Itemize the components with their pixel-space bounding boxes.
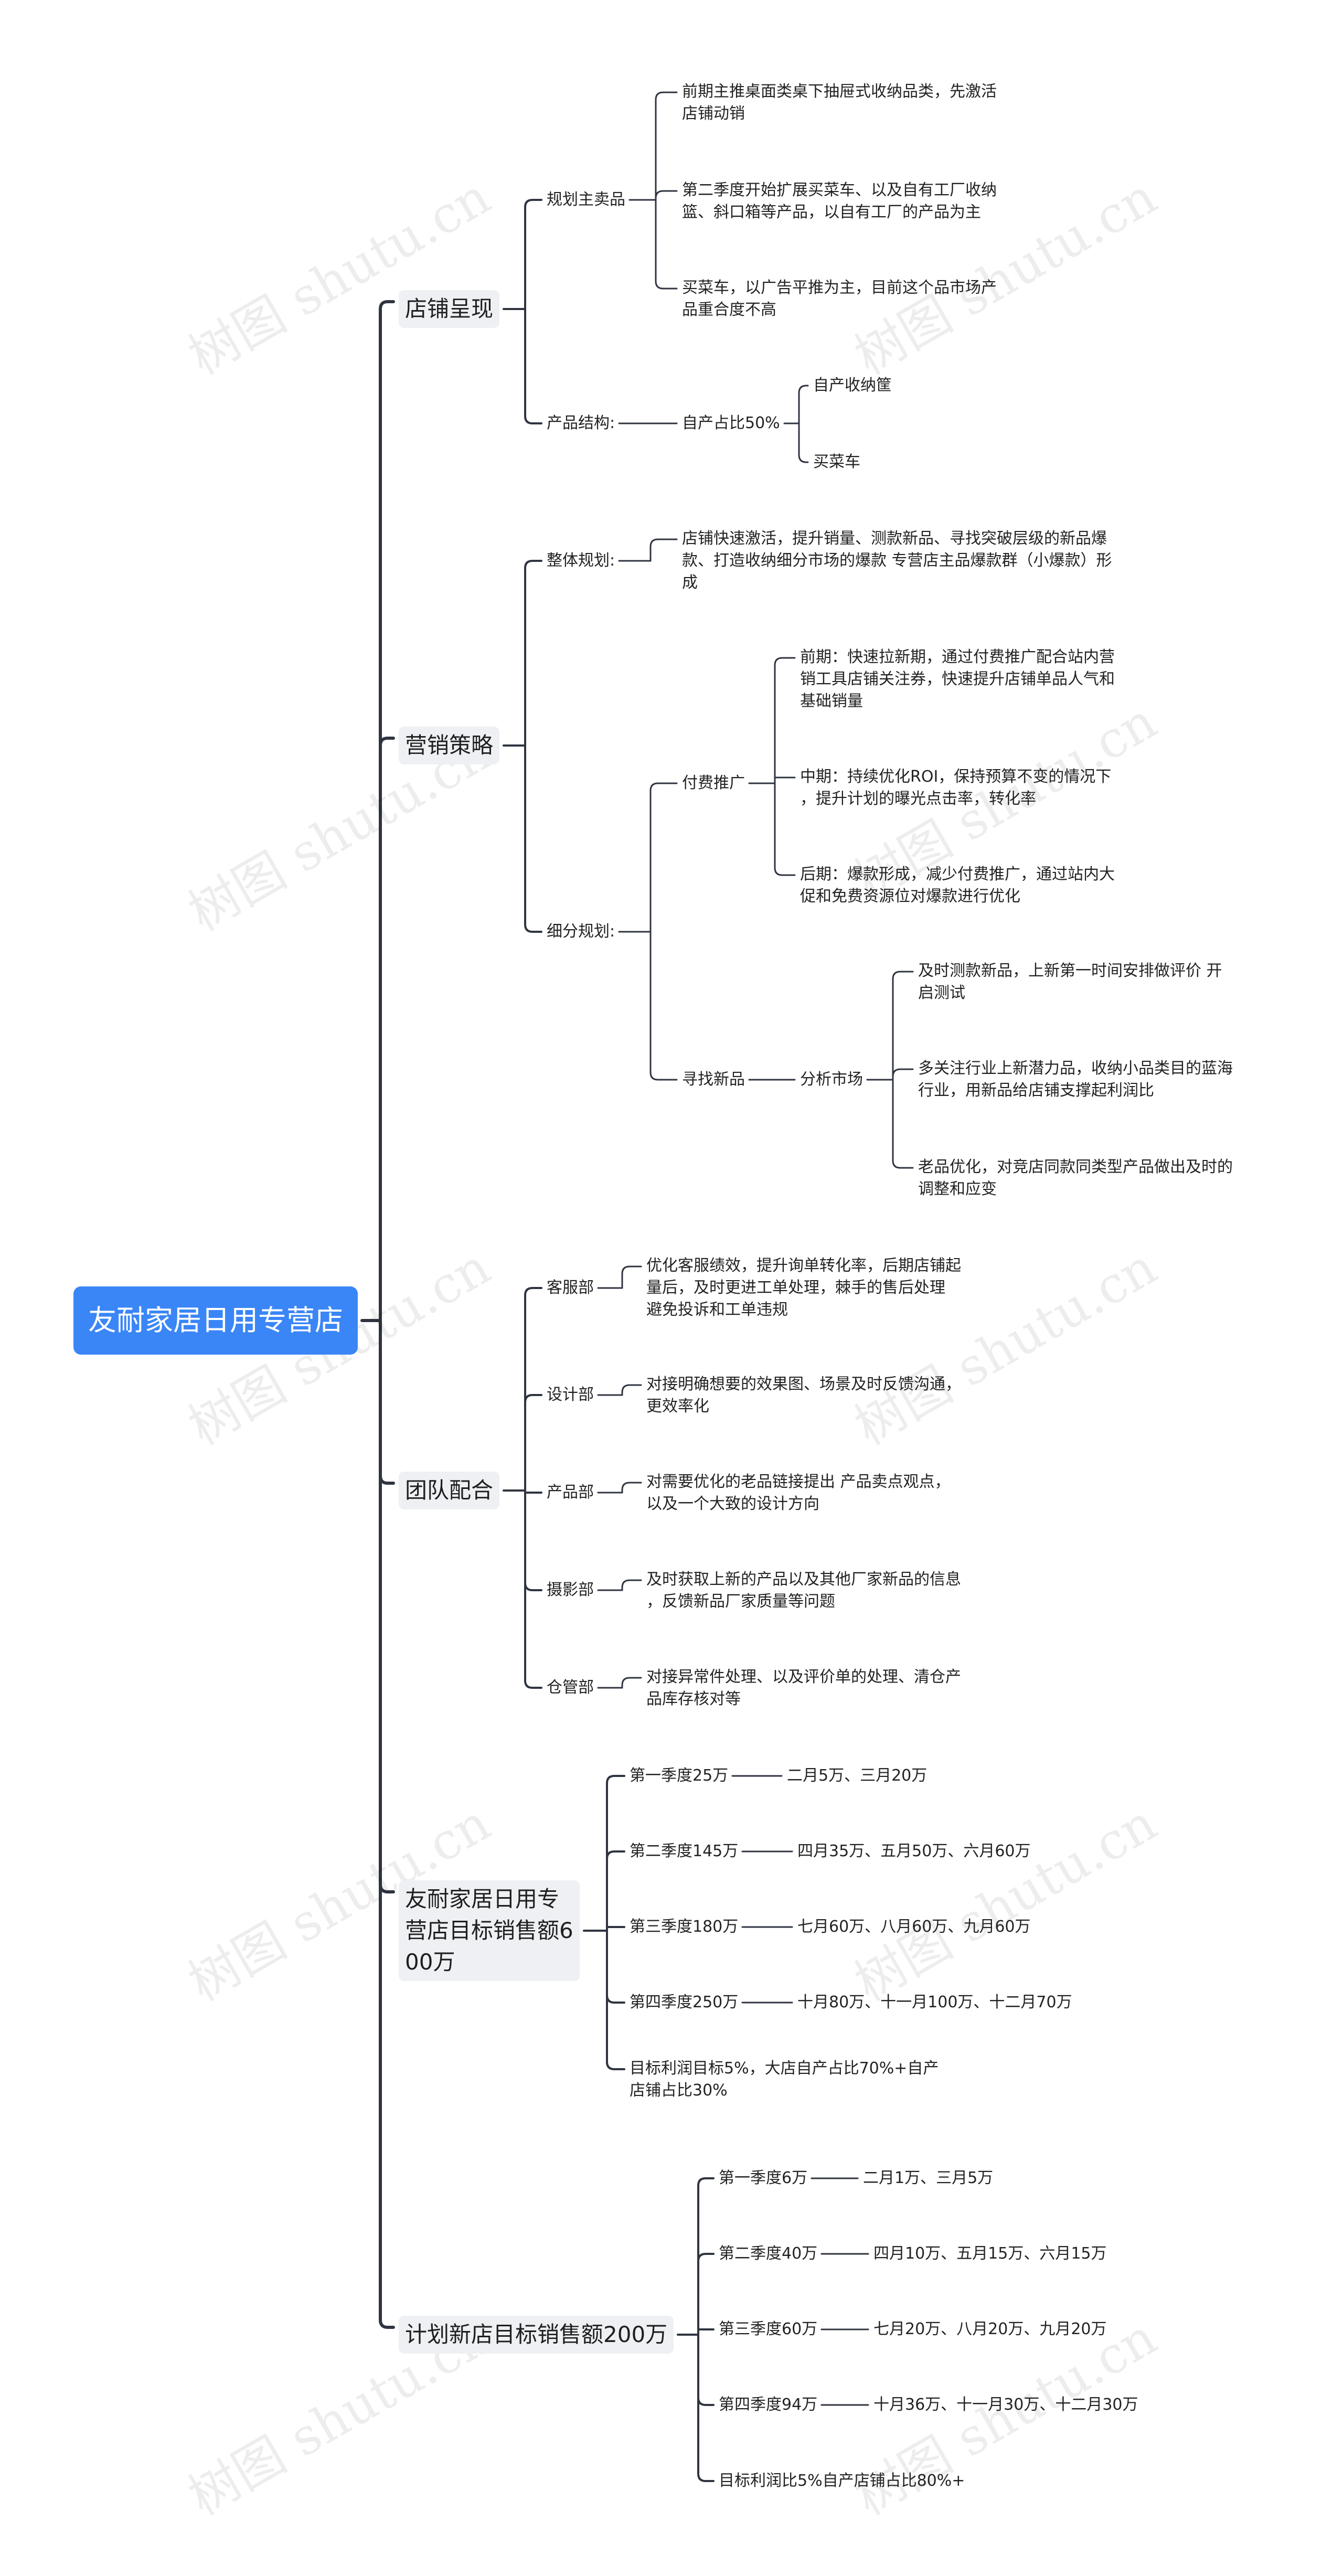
leaf-text[interactable]: 店铺快速激活，提升销量、测款新品、寻找突破层级的新品爆 款、打造收纳细分市场的爆… bbox=[682, 529, 1112, 592]
connector-line bbox=[379, 300, 395, 1322]
connector-line bbox=[524, 308, 542, 424]
branch-store-sales-target[interactable]: 友耐家居日用专 营店目标销售额6 00万 bbox=[399, 1880, 580, 1981]
connector-line bbox=[774, 657, 796, 784]
topic-profit-target[interactable]: 目标利润比5%自产店铺占比80%+ bbox=[719, 2472, 965, 2490]
topic-paid-promotion[interactable]: 付费推广 bbox=[682, 774, 745, 792]
connector-line bbox=[697, 2177, 715, 2336]
branch-marketing-strategy[interactable]: 营销策略 bbox=[399, 727, 500, 764]
leaf-text[interactable]: 对需要优化的老品链接提出 产品卖点观点， 以及一个大致的设计方向 bbox=[646, 1473, 951, 1513]
topic-product-structure[interactable]: 产品结构: bbox=[547, 414, 615, 432]
branch-store-display[interactable]: 店铺呈现 bbox=[399, 290, 500, 328]
leaf-text[interactable]: 十月36万、十一月30万、十二月30万 bbox=[873, 2396, 1138, 2414]
connector-line bbox=[892, 971, 914, 1081]
connector-line bbox=[892, 1068, 914, 1081]
topic-q3[interactable]: 第三季度60万 bbox=[719, 2320, 818, 2338]
connector-line bbox=[524, 1489, 542, 1689]
branch-new-store-target[interactable]: 计划新店目标销售额200万 bbox=[399, 2316, 674, 2354]
topic-q4[interactable]: 第四季度94万 bbox=[719, 2396, 818, 2414]
topic-new-products[interactable]: 寻找新品 bbox=[682, 1070, 745, 1089]
connector-line bbox=[524, 1489, 542, 1494]
leaf-text[interactable]: 后期：爆款形成，减少付费推广，通过站内大 促和免费资源位对爆款进行优化 bbox=[800, 865, 1115, 906]
topic-self-produced-ratio[interactable]: 自产占比50% bbox=[682, 414, 780, 432]
leaf-text[interactable]: 多关注行业上新潜力品，收纳小品类目的蓝海 行业，用新品给店铺支撑起利润比 bbox=[918, 1059, 1233, 1100]
connector-line bbox=[697, 2253, 715, 2336]
leaf-text[interactable]: 优化客服绩效，提升询单转化率，后期店铺起 量后，及时更进工单处理，棘手的售后处理… bbox=[646, 1257, 961, 1319]
connector-line bbox=[606, 1926, 625, 1932]
topic-profit-target[interactable]: 目标利润目标5%，大店自产占比70%+自产 店铺占比30% bbox=[630, 2059, 939, 2100]
connector-line bbox=[655, 199, 678, 290]
leaf-text[interactable]: 前期主推桌面类桌下抽屉式收纳品类，先激活 店铺动销 bbox=[682, 82, 997, 123]
connector-line bbox=[649, 782, 678, 933]
connector-line bbox=[697, 2334, 715, 2482]
topic-q1[interactable]: 第一季度25万 bbox=[630, 1766, 729, 1785]
connector-line bbox=[621, 1384, 642, 1396]
connector-line bbox=[798, 385, 809, 424]
connector-line bbox=[606, 1850, 625, 1932]
connector-line bbox=[524, 744, 542, 933]
connector-line bbox=[606, 1930, 625, 2004]
leaf-text[interactable]: 前期：快速拉新期，通过付费推广配合站内营 销工具店铺关注券，快速提升店铺单品人气… bbox=[800, 648, 1115, 710]
connector-line bbox=[621, 1482, 642, 1494]
topic-market-analysis[interactable]: 分析市场 bbox=[800, 1070, 863, 1089]
leaf-text[interactable]: 老品优化，对竞店同款同类型产品做出及时的 调整和应变 bbox=[918, 1158, 1233, 1198]
connector-line bbox=[524, 199, 542, 310]
connector-line bbox=[606, 1930, 625, 2070]
leaf-text[interactable]: 第二季度开始扩展买菜车、以及自有工厂收纳 篮、斜口箱等产品，以自有工厂的产品为主 bbox=[682, 181, 997, 221]
leaf-text[interactable]: 对接明确想要的效果图、场景及时反馈沟通， 更效率化 bbox=[646, 1375, 961, 1415]
connector-line bbox=[524, 1394, 542, 1492]
connector-line bbox=[892, 1079, 914, 1169]
topic-photo-dept[interactable]: 摄影部 bbox=[547, 1581, 594, 1599]
topic-detailed-plan[interactable]: 细分规划: bbox=[547, 922, 615, 941]
leaf-text[interactable]: 自产收纳筐 bbox=[813, 376, 892, 395]
connector-line bbox=[606, 1775, 625, 1932]
connector-line bbox=[798, 422, 809, 463]
connector-line bbox=[649, 538, 678, 562]
root-topic[interactable]: 友耐家居日用专营店 bbox=[73, 1286, 358, 1355]
leaf-text[interactable]: 七月20万、八月20万、九月20万 bbox=[873, 2320, 1107, 2338]
topic-q1[interactable]: 第一季度6万 bbox=[719, 2169, 808, 2187]
leaf-text[interactable]: 买菜车，以广告平推为主，目前这个品市场产 品重合度不高 bbox=[682, 279, 997, 319]
leaf-text[interactable]: 四月35万、五月50万、六月60万 bbox=[797, 1842, 1031, 1860]
connector-line bbox=[697, 2328, 715, 2336]
branch-team-cooperation[interactable]: 团队配合 bbox=[399, 1472, 500, 1509]
leaf-text[interactable]: 买菜车 bbox=[813, 453, 860, 471]
connector-line bbox=[649, 931, 678, 1081]
connector-line bbox=[379, 1319, 395, 1893]
connector-line bbox=[655, 91, 678, 201]
connector-line bbox=[621, 1265, 642, 1289]
topic-design-dept[interactable]: 设计部 bbox=[547, 1386, 594, 1404]
leaf-text[interactable]: 二月5万、三月20万 bbox=[787, 1766, 928, 1785]
topic-product-dept[interactable]: 产品部 bbox=[547, 1483, 594, 1502]
topic-q2[interactable]: 第二季度145万 bbox=[630, 1842, 739, 1860]
connector-line bbox=[379, 1319, 395, 2329]
connector-line bbox=[774, 782, 796, 876]
connector-line bbox=[621, 1677, 642, 1689]
leaf-text[interactable]: 二月1万、三月5万 bbox=[863, 2169, 994, 2187]
connector-line bbox=[774, 776, 796, 784]
connector-line bbox=[621, 1579, 642, 1591]
leaf-text[interactable]: 对接异常件处理、以及评价单的处理、清仓产 品库存核对等 bbox=[646, 1668, 961, 1708]
topic-customer-service[interactable]: 客服部 bbox=[547, 1279, 594, 1297]
connector-line bbox=[524, 560, 542, 747]
topic-q2[interactable]: 第二季度40万 bbox=[719, 2244, 818, 2263]
topic-overall-plan[interactable]: 整体规划: bbox=[547, 551, 615, 570]
connector-line bbox=[655, 190, 678, 201]
connector-line bbox=[524, 1489, 542, 1591]
connector-line bbox=[379, 737, 395, 1322]
topic-main-products[interactable]: 规划主卖品 bbox=[547, 190, 625, 209]
topic-q4[interactable]: 第四季度250万 bbox=[630, 1993, 739, 2011]
leaf-text[interactable]: 中期：持续优化ROI，保持预算不变的情况下 ，提升计划的曝光点击率，转化率 bbox=[800, 768, 1112, 808]
leaf-text[interactable]: 及时测款新品，上新第一时间安排做评价 开 启测试 bbox=[918, 962, 1222, 1002]
leaf-text[interactable]: 十月80万、十一月100万、十二月70万 bbox=[797, 1993, 1072, 2011]
topic-warehouse-dept[interactable]: 仓管部 bbox=[547, 1678, 594, 1697]
leaf-text[interactable]: 及时获取上新的产品以及其他厂家新品的信息 ，反馈新品厂家质量等问题 bbox=[646, 1570, 961, 1611]
leaf-text[interactable]: 四月10万、五月15万、六月15万 bbox=[873, 2244, 1107, 2263]
leaf-text[interactable]: 七月60万、八月60万、九月60万 bbox=[797, 1918, 1031, 1936]
connector-line bbox=[697, 2334, 715, 2406]
topic-q3[interactable]: 第三季度180万 bbox=[630, 1918, 739, 1936]
connector-line bbox=[524, 1287, 542, 1492]
